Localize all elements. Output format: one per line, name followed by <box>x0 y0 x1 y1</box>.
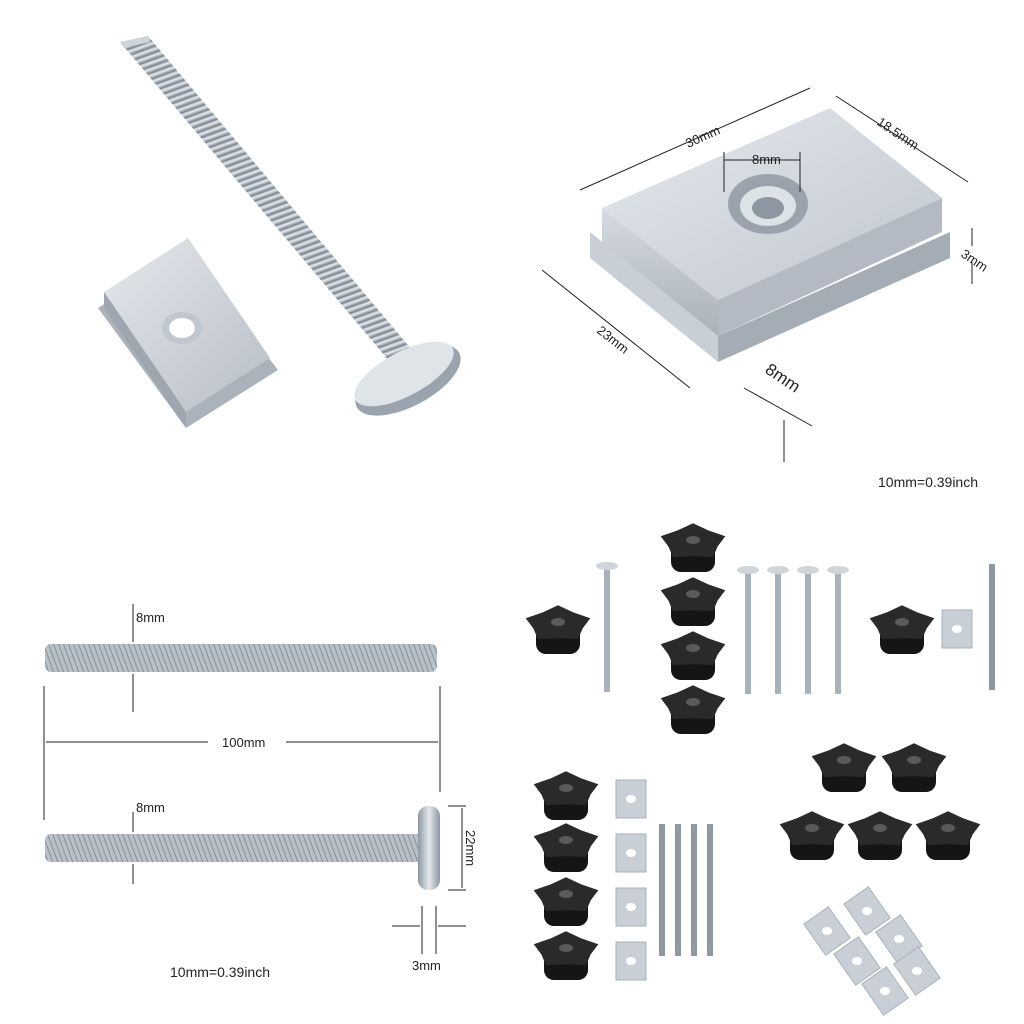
threaded-rod <box>659 824 665 956</box>
product-photo-bolt-and-slider <box>0 0 512 512</box>
star-knob <box>915 811 981 860</box>
slider-hole <box>862 907 872 915</box>
star-knob <box>660 685 726 734</box>
dim-hole-label: 8mm <box>752 152 781 167</box>
star-knob <box>779 811 845 860</box>
dim-width-label: 18.5mm <box>874 114 921 153</box>
threaded-rod <box>691 824 697 956</box>
star-knob <box>533 877 599 926</box>
t-bolt-head <box>737 566 759 574</box>
t-bolt-head <box>767 566 789 574</box>
slider-hole <box>852 957 862 965</box>
star-knob <box>869 605 935 654</box>
conversion-note: 10mm=0.39inch <box>170 964 271 980</box>
t-bolt-head <box>354 341 461 416</box>
t-bolt-head-side <box>418 806 440 890</box>
star-knob <box>660 523 726 572</box>
slider-hole <box>626 903 636 911</box>
star-knob <box>811 743 877 792</box>
slider-hole <box>912 967 922 975</box>
t-bolt-rod <box>120 36 412 362</box>
slider-block-dimension-diagram: 30mm 18.5mm 8mm 23mm 3mm 8mm 10mm=0.39in… <box>512 0 1024 512</box>
t-bolt <box>805 570 811 694</box>
threaded-rod <box>707 824 713 956</box>
bolt-dimension-diagram: 8mm 100mm 8mm 22mm 3mm 10mm=0.39inch <box>0 512 512 1024</box>
star-knob <box>525 605 591 654</box>
dim-thread-bottom-label: 8mm <box>136 800 165 815</box>
star-knob <box>533 931 599 980</box>
slider-hole <box>822 927 832 935</box>
t-bolt-head <box>596 562 618 570</box>
star-knob <box>660 631 726 680</box>
dim-head-thickness-label: 3mm <box>412 958 441 973</box>
t-bolt <box>604 566 610 692</box>
conversion-note: 10mm=0.39inch <box>878 474 979 490</box>
threaded-rod <box>675 824 681 956</box>
dim-length-label: 30mm <box>683 122 722 150</box>
kit-contents-photo <box>512 512 1024 1024</box>
slider-hole <box>626 849 636 857</box>
t-slider-block <box>98 238 278 428</box>
t-bolt-head <box>797 566 819 574</box>
slider-hole <box>894 935 904 943</box>
dim-depth-label: 23mm <box>594 323 632 357</box>
t-bolt <box>775 570 781 694</box>
slider-block-3d <box>590 108 950 362</box>
star-knob <box>533 771 599 820</box>
slider-hole <box>880 987 890 995</box>
slider-hole <box>626 795 636 803</box>
star-knob <box>881 743 947 792</box>
dim-thread-top-label: 8mm <box>136 610 165 625</box>
dim-height-label: 8mm <box>762 360 804 397</box>
dim-flange-label: 3mm <box>958 246 990 275</box>
star-knob <box>660 577 726 626</box>
t-bolt <box>745 570 751 694</box>
star-knob <box>847 811 913 860</box>
dim-length-label: 100mm <box>222 735 265 750</box>
t-bolt <box>835 570 841 694</box>
threaded-rod <box>45 644 437 672</box>
star-knob <box>533 823 599 872</box>
threaded-rod <box>989 564 995 690</box>
slider-hole <box>626 957 636 965</box>
t-bolt-shaft <box>45 834 425 862</box>
dim-head-label: 22mm <box>463 830 478 866</box>
slider-block <box>941 609 973 649</box>
slider-hole <box>952 625 962 633</box>
t-bolt-head <box>827 566 849 574</box>
